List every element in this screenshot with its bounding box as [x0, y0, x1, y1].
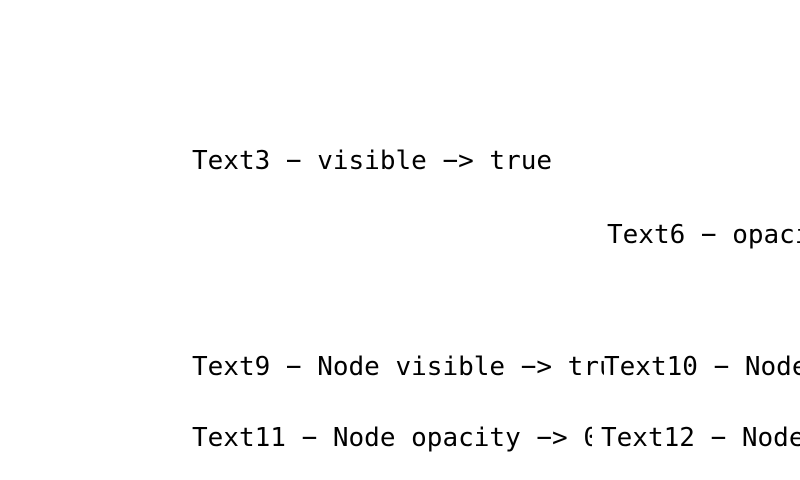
text-element-text11: Text11 − Node opacity −> 0: [192, 425, 592, 453]
text-element-text9: Text9 − Node visible −> true: [192, 354, 604, 382]
text-element-text12: Text12 − Node: [601, 425, 800, 457]
text-element-text6: Text6 − opacity: [607, 222, 800, 250]
text-element-text3: Text3 − visible −> true: [192, 148, 553, 176]
text-element-text10: Text10 − Node: [604, 354, 800, 386]
